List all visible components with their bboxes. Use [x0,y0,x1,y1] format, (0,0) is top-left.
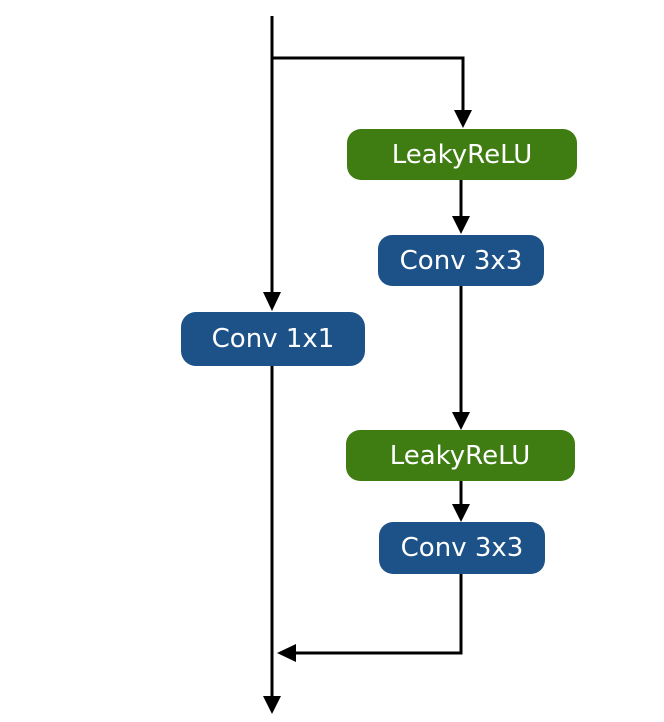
node-conv3x3-2-label: Conv 3x3 [401,533,524,563]
arrowhead-conv1x1 [263,292,281,311]
node-leakyrelu-1-box [347,129,577,180]
edge-conv3x3-2-to-merge [296,574,463,655]
arrowhead-conv3x3-1 [452,216,470,234]
node-conv1x1-box [181,312,365,366]
arrowhead-merge [277,644,296,662]
node-conv1x1: Conv 1x1 [181,312,365,366]
node-leakyrelu-2: LeakyReLU [346,430,575,481]
arrowhead-leakyrelu-2 [452,412,470,430]
node-leakyrelu-2-label: LeakyReLU [390,441,531,471]
node-leakyrelu-1: LeakyReLU [347,129,577,180]
node-conv3x3-2: Conv 3x3 [379,522,545,574]
arrowhead-conv3x3-2 [452,504,470,522]
node-conv3x3-1-label: Conv 3x3 [400,246,523,276]
arrowhead-output [263,696,281,714]
node-conv3x3-2-box [379,522,545,574]
node-conv3x3-1-box [378,235,544,286]
arrowhead-leakyrelu-1 [454,110,472,128]
node-leakyrelu-2-box [346,430,575,481]
node-leakyrelu-1-label: LeakyReLU [392,140,533,170]
node-conv3x3-1: Conv 3x3 [378,235,544,286]
edges [263,16,472,714]
node-conv1x1-label: Conv 1x1 [212,324,335,354]
edge-branch-to-leakyrelu-1 [272,56,465,110]
